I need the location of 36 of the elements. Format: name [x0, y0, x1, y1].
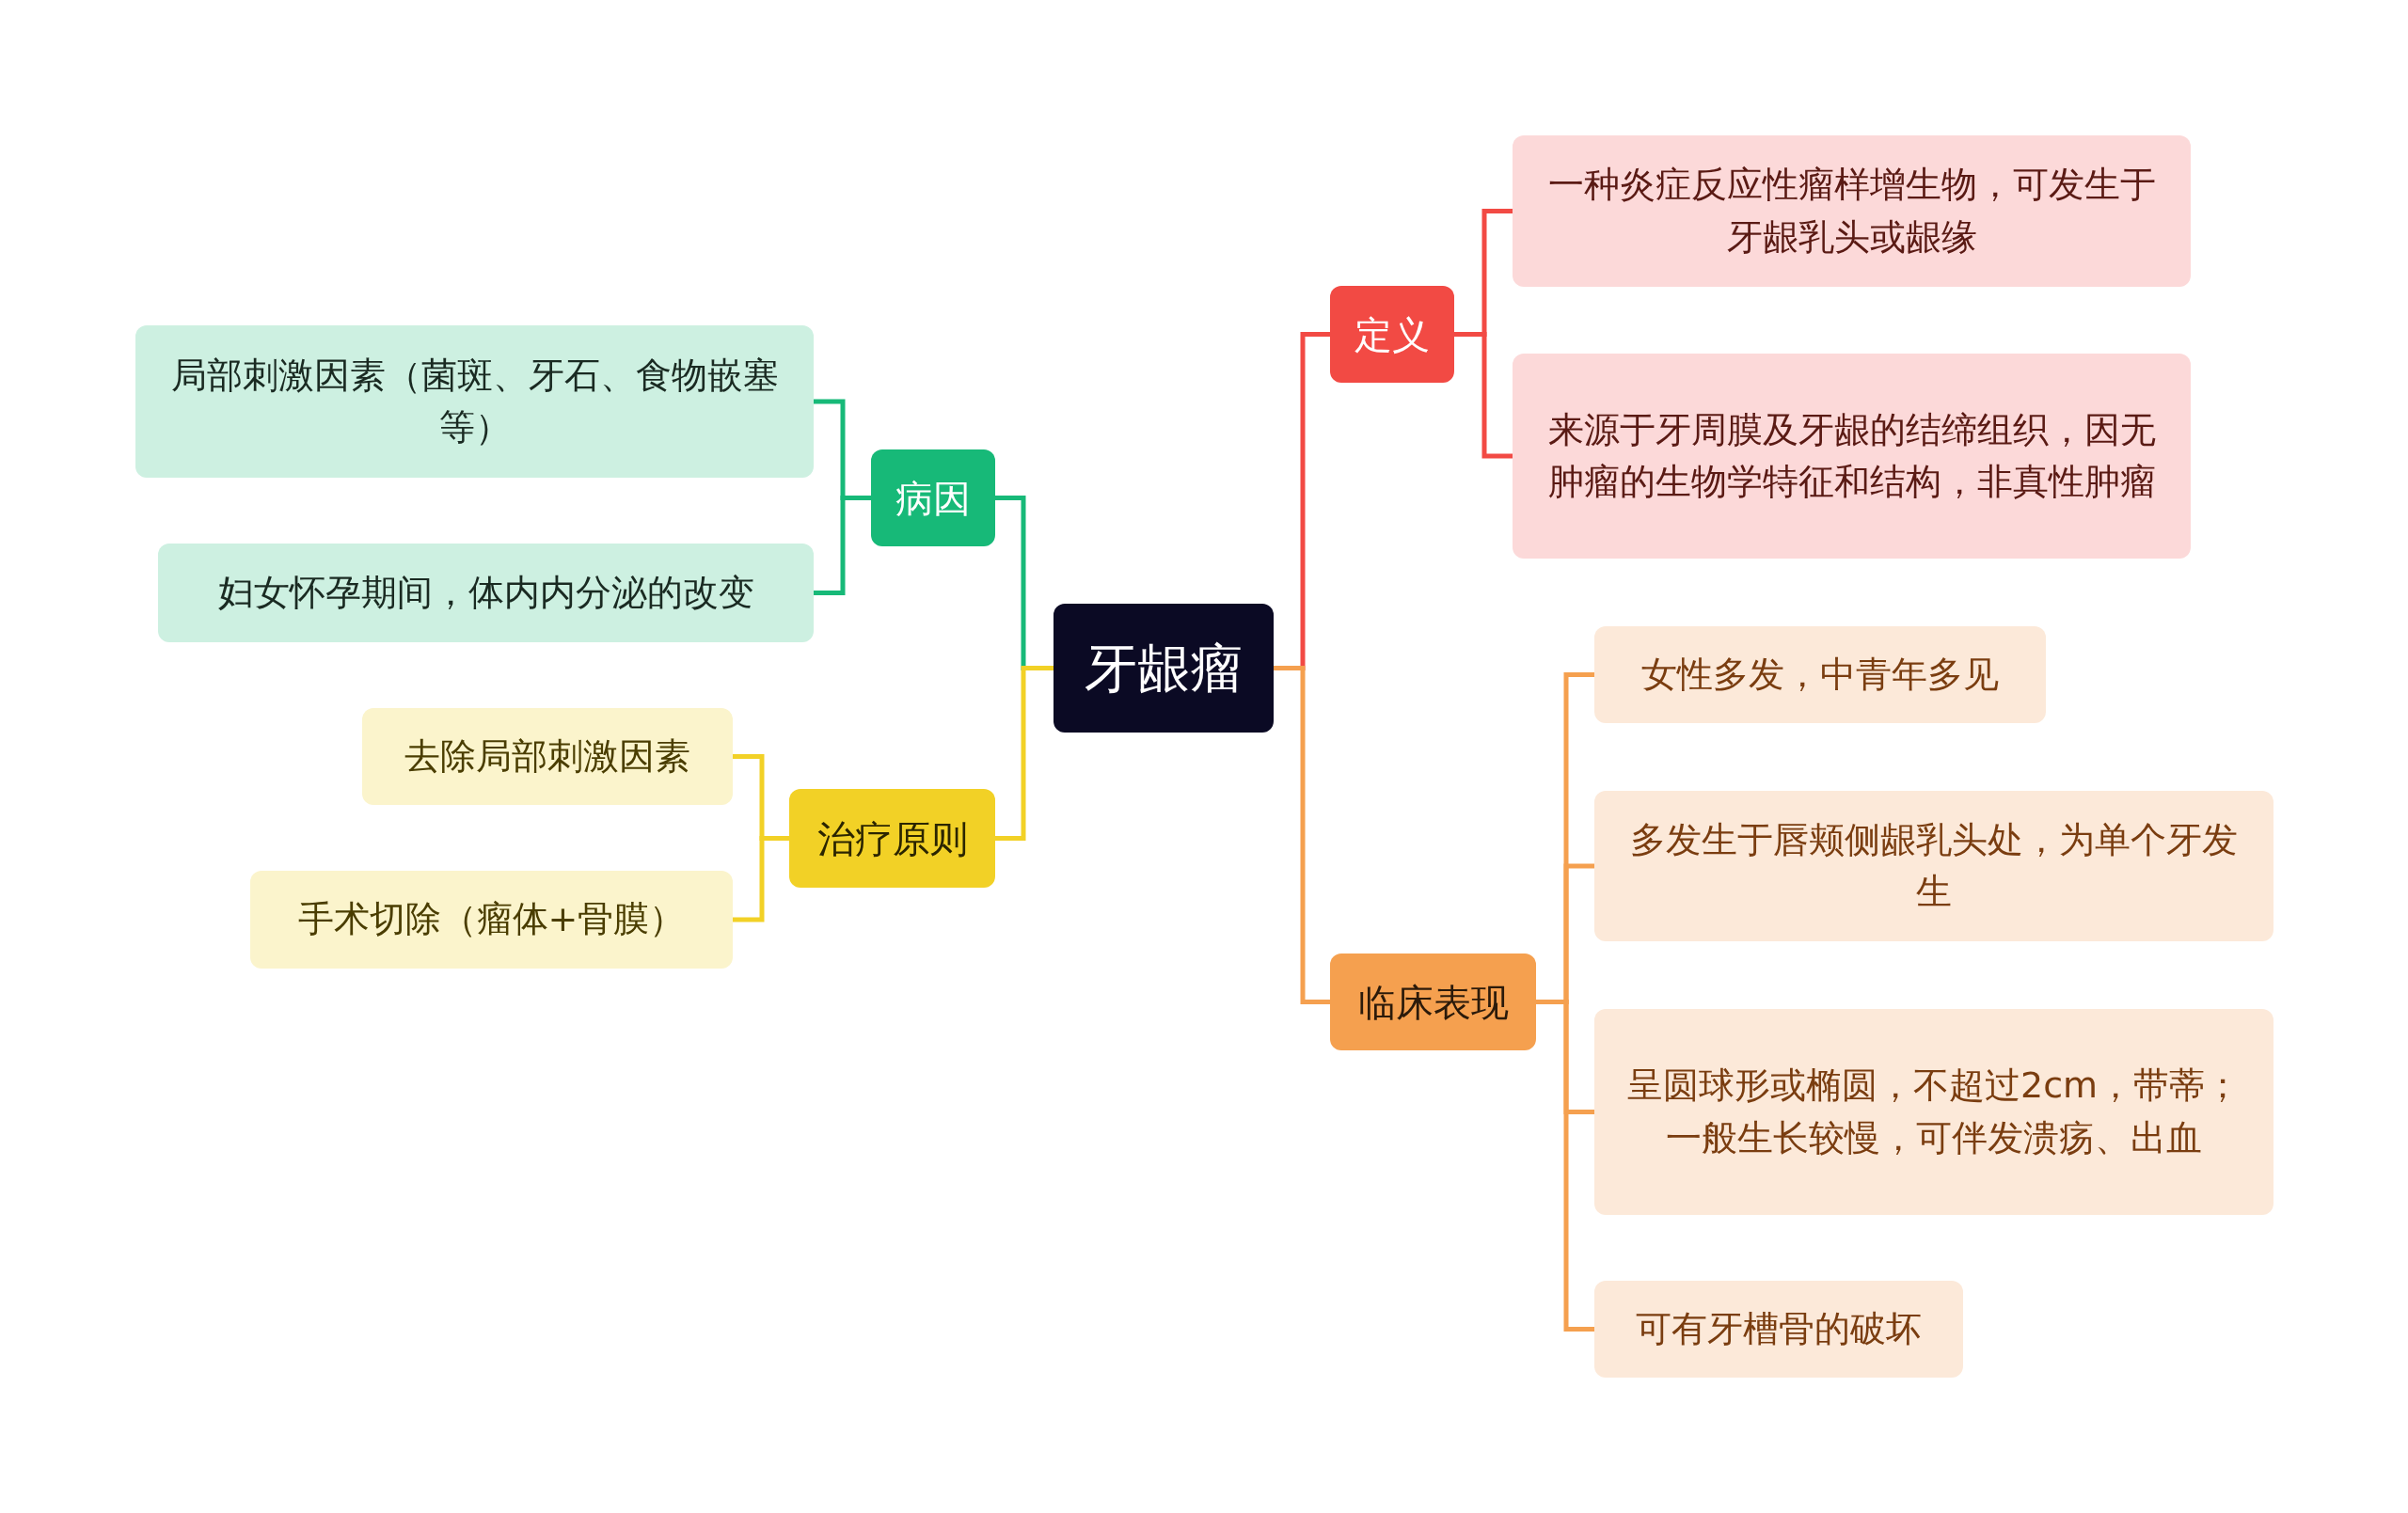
subtopic: [135, 325, 814, 478]
connector-line: [814, 496, 871, 595]
branch-topic: [1330, 286, 1454, 383]
topic-text: 呈圆球形或椭圆，不超过2cm，带蒂；一般生长较慢，可伴发溃疡、出血: [1625, 1064, 2242, 1160]
topic-text: 去除局部刺激因素: [404, 733, 690, 779]
topic-text: 女性多发，中青年多见: [1641, 652, 1999, 697]
topic-text: 妇女怀孕期间，体内内分泌的改变: [217, 570, 754, 615]
connector-line: [1536, 1000, 1594, 1332]
subtopic: [362, 708, 733, 805]
subtopic: [250, 871, 733, 969]
topic-text: 手术切除（瘤体+骨膜）: [297, 897, 686, 942]
branch-topic: [871, 449, 995, 546]
subtopic: [158, 544, 814, 642]
subtopic: [1513, 135, 2191, 287]
topic-text: 来源于牙周膜及牙龈的结缔组织，因无肿瘤的生物学特征和结构，非真性肿瘤: [1546, 407, 2157, 504]
topic-text: 可有牙槽骨的破坏: [1636, 1306, 1922, 1351]
topic-text: 一种炎症反应性瘤样增生物，可发生于牙龈乳头或龈缘: [1546, 163, 2157, 260]
branch-topic: [1330, 954, 1536, 1050]
topic-text: 病因: [895, 475, 971, 522]
subtopic: [1594, 626, 2046, 723]
topic-text: 多发生于唇颊侧龈乳头处，为单个牙发生: [1629, 817, 2239, 914]
topic-text: 治疗原则: [816, 815, 968, 862]
branch-topic: [789, 789, 995, 888]
subtopic: [1594, 1009, 2273, 1215]
connector-line: [733, 836, 789, 922]
connector-line: [995, 666, 1054, 841]
subtopic: [1594, 1281, 1963, 1378]
topic-text: 局部刺激因素（菌斑、牙石、食物嵌塞等）: [169, 353, 780, 449]
connector-line: [1274, 666, 1330, 1004]
connector-line: [1454, 332, 1513, 459]
subtopic: [1594, 791, 2273, 941]
topic-text: 定义: [1354, 311, 1430, 358]
topic-text: 临床表现: [1357, 979, 1509, 1026]
subtopic: [1513, 354, 2191, 559]
topic-text: 牙龈瘤: [1085, 636, 1243, 701]
root-topic: [1054, 604, 1274, 733]
